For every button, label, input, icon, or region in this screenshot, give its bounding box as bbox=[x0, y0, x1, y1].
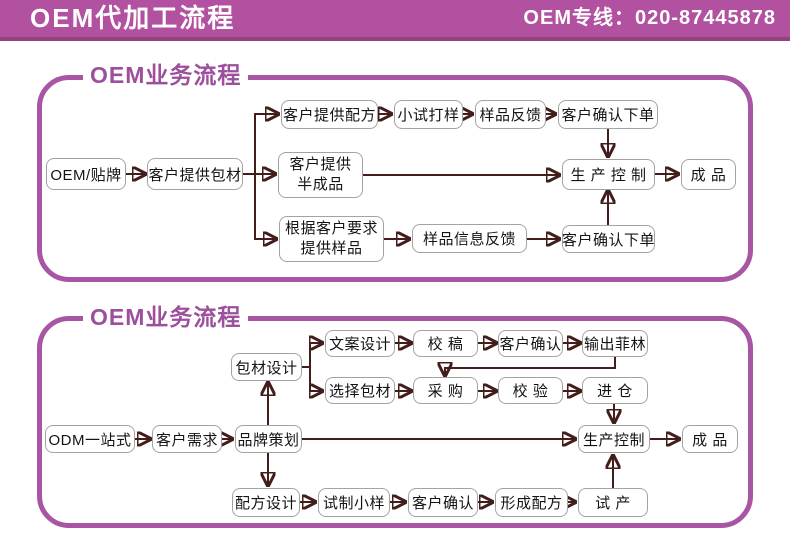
node-line-1: 根据客户要求 bbox=[284, 220, 378, 237]
node-warehouse-in: 进 仓 bbox=[582, 377, 648, 404]
node-select-packaging: 选择包材 bbox=[325, 377, 395, 404]
node-sample-info-feedback: 样品信息反馈 bbox=[412, 224, 527, 253]
hotline-phone: OEM专线：020-87445878 bbox=[523, 7, 776, 29]
node-copy-design: 文案设计 bbox=[325, 330, 395, 357]
node-formula-formed: 形成配方 bbox=[495, 488, 568, 517]
node-production-control-2: 生产控制 bbox=[578, 425, 650, 453]
page-title: OEM代加工流程 bbox=[30, 3, 236, 33]
panel2-title: OEM业务流程 bbox=[83, 303, 249, 331]
node-line-2: 提供样品 bbox=[300, 240, 363, 257]
node-line-2: 半成品 bbox=[297, 176, 344, 193]
node-customer-needs: 客户需求 bbox=[152, 425, 222, 453]
node-trial-small-sample: 试制小样 bbox=[318, 488, 390, 517]
header-bar: OEM代加工流程 OEM专线：020-87445878 bbox=[0, 0, 790, 41]
node-purchase: 采 购 bbox=[413, 377, 478, 404]
panel1-title: OEM业务流程 bbox=[83, 61, 249, 89]
node-confirm-order-top: 客户确认下单 bbox=[558, 100, 658, 129]
node-customer-confirm-a: 客户确认 bbox=[498, 330, 563, 357]
node-formula-design: 配方设计 bbox=[232, 488, 300, 517]
node-customer-packaging: 客户提供包材 bbox=[147, 158, 243, 190]
node-sample-per-request: 根据客户要求 提供样品 bbox=[279, 216, 384, 262]
node-sample-feedback: 样品反馈 bbox=[475, 100, 546, 129]
node-proofreading: 校 稿 bbox=[413, 330, 478, 357]
node-film-output: 输出菲林 bbox=[582, 330, 648, 357]
node-trial-production: 试 产 bbox=[578, 488, 648, 517]
node-finished-product-2: 成 品 bbox=[682, 425, 738, 453]
node-oem-private-label: OEM/贴牌 bbox=[46, 158, 126, 190]
node-line-1: 客户提供 bbox=[289, 156, 352, 173]
node-finished-product-1: 成 品 bbox=[681, 159, 736, 190]
node-trial-sample: 小试打样 bbox=[394, 100, 463, 129]
node-confirm-order-bottom: 客户确认下单 bbox=[562, 225, 655, 253]
node-customer-confirm-b: 客户确认 bbox=[408, 488, 478, 517]
node-brand-planning: 品牌策划 bbox=[235, 425, 302, 453]
node-packaging-design: 包材设计 bbox=[231, 353, 302, 381]
node-customer-formula: 客户提供配方 bbox=[281, 100, 378, 129]
node-odm-one-stop: ODM一站式 bbox=[45, 425, 135, 453]
node-customer-semi-finished: 客户提供 半成品 bbox=[278, 152, 363, 198]
node-production-control-1: 生 产 控 制 bbox=[562, 159, 655, 190]
node-verification: 校 验 bbox=[498, 377, 563, 404]
